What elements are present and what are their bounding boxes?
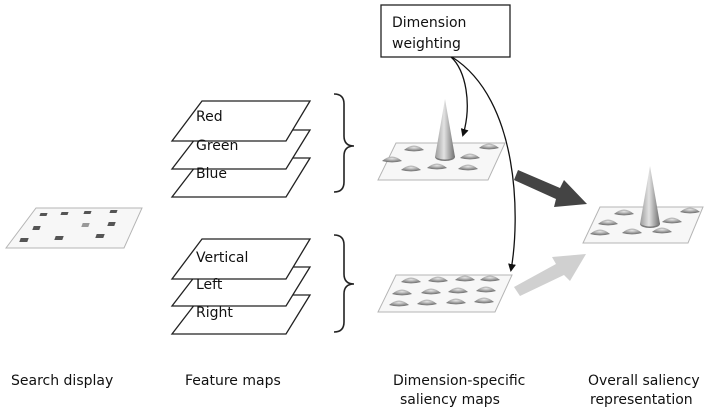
feature-map-blue-label: Blue xyxy=(196,166,227,182)
caption-search-display: Search display xyxy=(11,373,113,389)
feature-map-vertical-plane xyxy=(170,238,312,280)
search-display-plane xyxy=(5,207,143,249)
saliency-mound xyxy=(417,299,437,306)
search-item xyxy=(83,211,92,214)
saliency-peak xyxy=(640,166,660,227)
saliency-mound xyxy=(458,164,478,171)
saliency-mound xyxy=(446,298,466,305)
saliency-mound xyxy=(382,156,402,163)
feature-map-right-label: Right xyxy=(196,305,233,321)
saliency-mound xyxy=(421,288,441,295)
feature-maps-orientation: Vertical Left Right xyxy=(170,238,312,335)
feature-map-green-label: Green xyxy=(196,138,238,154)
saliency-mound xyxy=(598,219,618,226)
saliency-peak xyxy=(435,99,455,160)
saliency-mound xyxy=(652,227,672,234)
dimension-weighting-line2: weighting xyxy=(392,36,461,52)
caption-dimension-specific-line1: Dimension-specific xyxy=(393,373,525,389)
search-item xyxy=(107,222,116,226)
saliency-mound xyxy=(614,209,634,216)
saliency-mound xyxy=(479,143,499,150)
saliency-mound xyxy=(455,275,475,282)
weighting-arrow-color xyxy=(450,56,469,137)
saliency-mound xyxy=(662,217,682,224)
brace-color xyxy=(333,93,355,193)
saliency-mound xyxy=(392,289,412,296)
dimension-weighting-line1: Dimension xyxy=(392,15,466,31)
search-item xyxy=(32,226,41,230)
dimension-weighting-box xyxy=(380,4,511,58)
saliency-mound xyxy=(480,275,500,282)
search-item xyxy=(54,236,64,240)
weak-arrow xyxy=(514,254,586,296)
saliency-map-orientation xyxy=(377,274,513,313)
saliency-mound xyxy=(401,165,421,172)
caption-feature-maps: Feature maps xyxy=(185,373,281,389)
saliency-mound xyxy=(622,228,642,235)
caption-dimension-specific-line2: saliency maps xyxy=(400,392,500,408)
saliency-map-color xyxy=(377,99,506,181)
saliency-mound xyxy=(680,207,700,214)
saliency-mound xyxy=(590,229,610,236)
saliency-mound xyxy=(389,300,409,307)
caption-overall-line1: Overall saliency xyxy=(588,373,700,389)
saliency-mound xyxy=(448,287,468,294)
overall-saliency-map xyxy=(582,166,704,244)
search-item xyxy=(81,223,90,227)
weighting-arrow-orientation xyxy=(451,56,516,272)
brace-orientation xyxy=(333,234,355,333)
search-item xyxy=(60,212,69,215)
saliency-mound xyxy=(427,163,447,170)
feature-map-left-label: Left xyxy=(196,277,223,293)
search-display xyxy=(5,207,143,249)
search-item xyxy=(95,234,105,238)
search-item xyxy=(39,213,48,216)
feature-map-vertical-label: Vertical xyxy=(196,250,248,266)
search-item xyxy=(19,238,29,242)
search-item xyxy=(109,210,118,213)
saliency-mound xyxy=(474,297,494,304)
caption-overall-line2: representation xyxy=(590,392,693,408)
saliency-mound xyxy=(476,286,496,293)
strong-arrow xyxy=(514,170,587,207)
saliency-mound xyxy=(401,277,421,284)
feature-map-red-plane xyxy=(170,100,312,142)
saliency-mound xyxy=(460,153,480,160)
feature-maps-color: Red Green Blue xyxy=(170,100,312,198)
dimension-weighting: Dimension weighting xyxy=(380,4,511,58)
saliency-mound xyxy=(428,276,448,283)
saliency-mound xyxy=(404,145,424,152)
feature-map-red-label: Red xyxy=(196,109,223,125)
